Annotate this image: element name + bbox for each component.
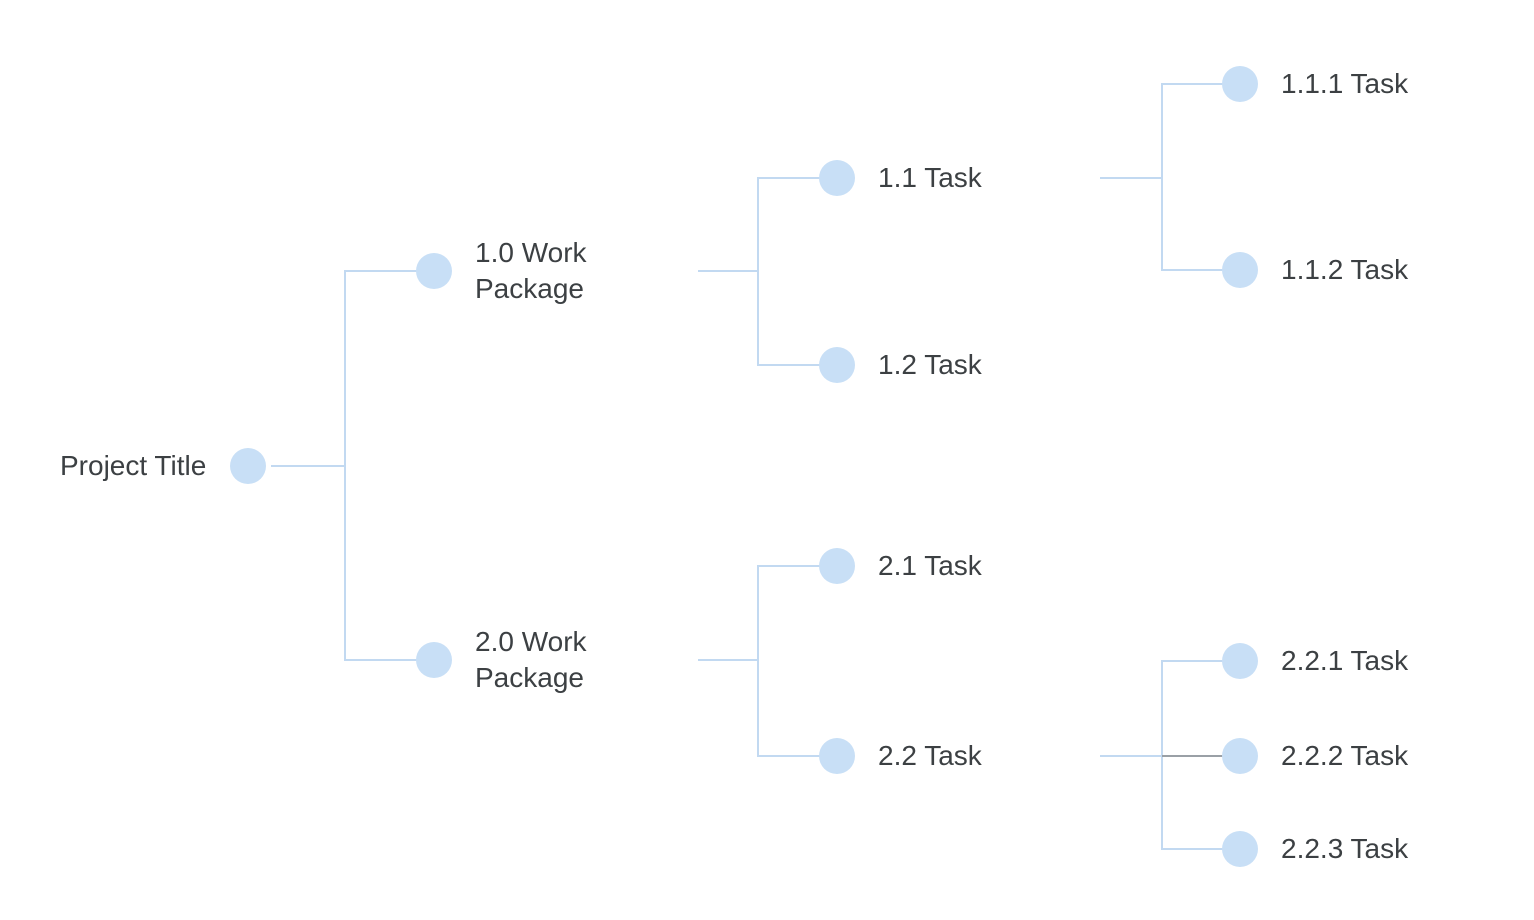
wbs-node-2-2[interactable]: 2.2 Task [819,738,982,774]
node-dot [1222,66,1258,102]
node-dot [1222,643,1258,679]
wbs-node-2-0[interactable]: 2.0 Work Package [416,626,607,693]
node-label: 2.1 Task [878,550,982,581]
node-label: 2.2.1 Task [1281,645,1409,676]
node-dot [819,548,855,584]
node-label: 1.1.2 Task [1281,254,1409,285]
node-dot [230,448,267,484]
node-dot [819,738,855,774]
node-label: 1.2 Task [878,349,982,380]
wbs-node-root[interactable]: Project Title [60,448,267,484]
wbs-node-2-2-1[interactable]: 2.2.1 Task [1222,643,1408,679]
wbs-node-1-1-1[interactable]: 1.1.1 Task [1222,66,1408,102]
wbs-node-2-2-2[interactable]: 2.2.2 Task [1222,738,1408,774]
node-dot [819,347,855,383]
wbs-node-1-1[interactable]: 1.1 Task [819,160,982,196]
node-label: Project Title [60,450,207,481]
node-label: 1.1.1 Task [1281,68,1409,99]
wbs-node-1-2[interactable]: 1.2 Task [819,347,982,383]
wbs-node-2-2-3[interactable]: 2.2.3 Task [1222,831,1408,867]
wbs-node-1-1-2[interactable]: 1.1.2 Task [1222,252,1408,288]
node-dot [416,253,452,289]
node-dot [1222,831,1258,867]
node-label: 1.0 Work Package [475,237,587,304]
node-dot [416,642,452,678]
node-label: 1.1 Task [878,162,982,193]
node-dot [1222,252,1258,288]
connector-2-0-to-tasks [698,565,820,757]
node-dot [1222,738,1258,774]
connector-root-to-packages [271,270,417,661]
node-dot [819,160,855,196]
node-label: 2.2.2 Task [1281,740,1409,771]
node-label: 2.0 Work Package [475,626,587,693]
connector-1-1-to-subtasks [1100,83,1223,271]
wbs-node-1-0[interactable]: 1.0 Work Package [416,237,607,304]
connector-1-0-to-tasks [698,177,820,366]
wbs-node-2-1[interactable]: 2.1 Task [819,548,982,584]
connector-2-2-to-subtasks [1100,660,1223,850]
node-label: 2.2 Task [878,740,982,771]
node-label: 2.2.3 Task [1281,833,1409,864]
